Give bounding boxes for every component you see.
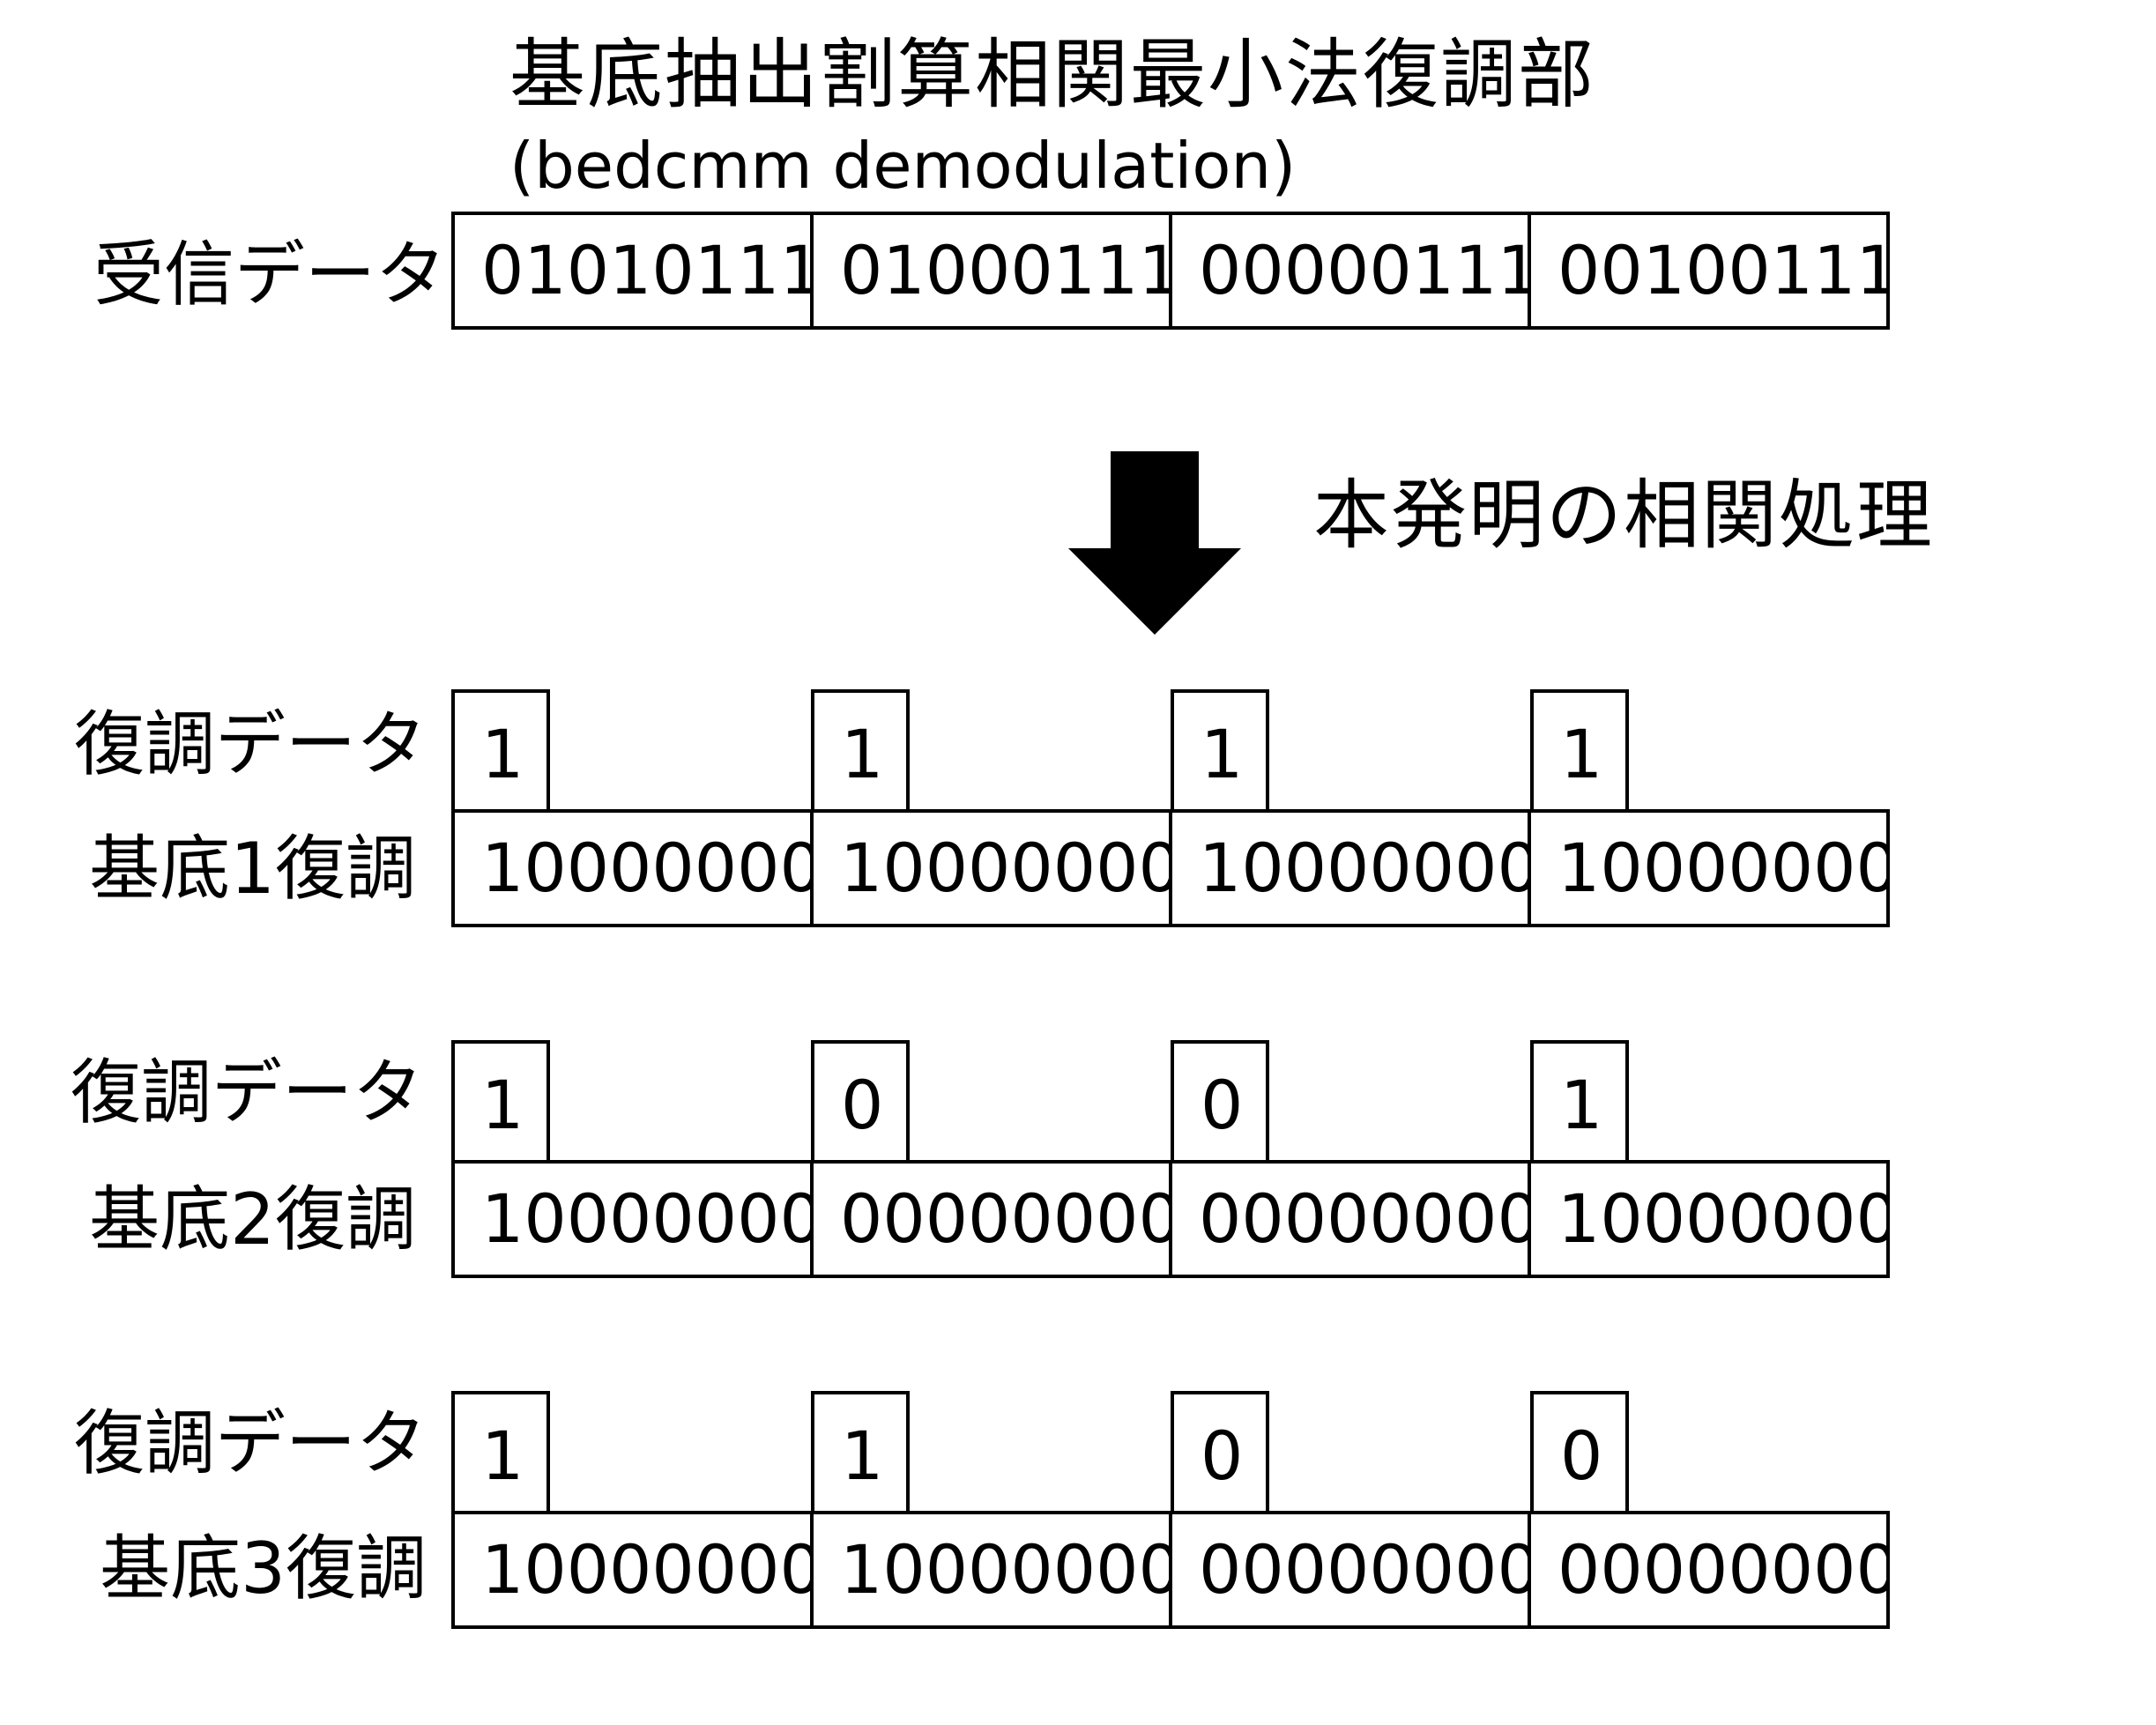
basis-cell: 10000000	[814, 1514, 1172, 1625]
basis-row: 10000000 00000000 00000000 10000000	[451, 1160, 1890, 1278]
demod-bit: 1	[451, 1040, 550, 1162]
received-data-cell: 01000111	[814, 215, 1172, 326]
down-arrow-icon	[1068, 451, 1241, 635]
demod-bit: 1	[1530, 1040, 1629, 1162]
demod-bit: 1	[451, 689, 550, 811]
basis-cell: 10000000	[455, 1514, 814, 1625]
received-data-label: 受信データ	[93, 234, 446, 316]
demod-bit: 1	[811, 689, 910, 811]
diagram-subtitle: (bedcmm demodulation)	[509, 129, 1297, 203]
demod-bit: 0	[811, 1040, 910, 1162]
demod-bit: 0	[1530, 1391, 1629, 1513]
demod-bit: 1	[811, 1391, 910, 1513]
received-data-row: 01010111 01000111 00000111 00100111	[451, 212, 1890, 330]
demod-data-label: 復調データ	[74, 703, 427, 785]
demod-bit: 0	[1171, 1391, 1269, 1513]
received-data-cell: 00000111	[1172, 215, 1531, 326]
demod-bit: 1	[1530, 689, 1629, 811]
demod-bit: 1	[1171, 689, 1269, 811]
basis-cell: 10000000	[1172, 813, 1531, 924]
basis-cell: 00000000	[814, 1164, 1172, 1275]
received-data-cell: 00100111	[1558, 231, 1886, 309]
basis-cell: 00000000	[1172, 1514, 1531, 1625]
demod-data-label: 復調データ	[71, 1052, 423, 1134]
diagram-title: 基底抽出割算相関最小法復調部	[509, 31, 1595, 119]
basis-cell: 10000000	[814, 813, 1172, 924]
basis-cell: 00000000	[1558, 1530, 1886, 1609]
basis-label: 基底2復調	[89, 1179, 416, 1260]
demod-bit: 0	[1171, 1040, 1269, 1162]
demod-bit: 1	[451, 1391, 550, 1513]
basis-cell: 00000000	[1172, 1164, 1531, 1275]
process-label: 本発明の相関処理	[1313, 472, 1934, 560]
basis-cell: 10000000	[455, 1164, 814, 1275]
basis-row: 10000000 10000000 00000000 00000000	[451, 1511, 1890, 1629]
basis-label: 基底1復調	[89, 828, 416, 910]
demod-data-label: 復調データ	[74, 1402, 427, 1484]
basis-row: 10000000 10000000 10000000 10000000	[451, 809, 1890, 927]
basis-cell: 10000000	[1558, 1179, 1886, 1258]
received-data-cell: 01010111	[455, 215, 814, 326]
basis-cell: 10000000	[455, 813, 814, 924]
basis-label: 基底3復調	[100, 1528, 427, 1610]
basis-cell: 10000000	[1558, 829, 1886, 907]
